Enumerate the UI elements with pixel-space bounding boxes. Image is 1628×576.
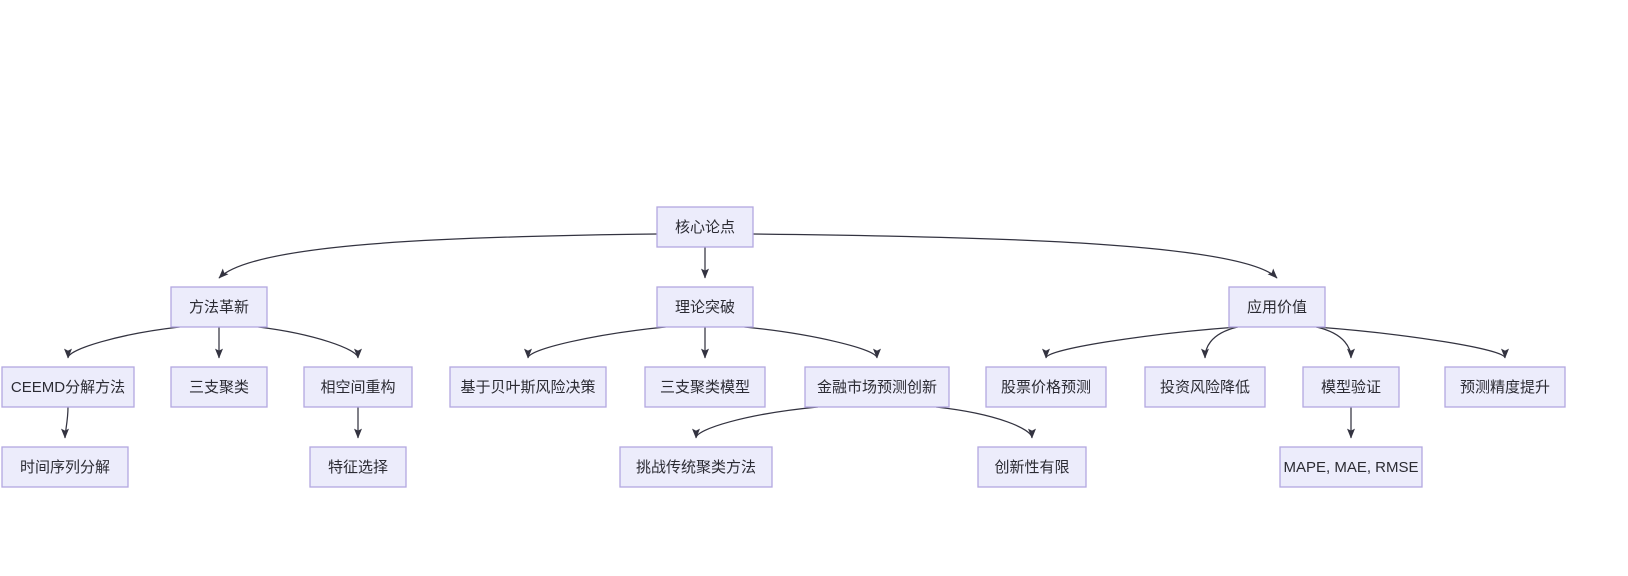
node-label-l1c: 应用价值: [1247, 298, 1307, 316]
edge-layer: [61, 233, 1509, 439]
node-box-root[interactable]: [656, 206, 754, 248]
node-box-l1c[interactable]: [1228, 286, 1326, 328]
node-label-l2d: 基于贝叶斯风险决策: [460, 379, 595, 396]
edge-root-to-l1c: [752, 233, 1278, 279]
node-l2e[interactable]: 三支聚类模型: [644, 366, 766, 408]
node-l3e[interactable]: MAPE, MAE, RMSE: [1279, 446, 1423, 488]
node-box-l2i[interactable]: [1302, 366, 1400, 408]
node-root[interactable]: 核心论点: [656, 206, 754, 248]
edge-root-to-l1a: [218, 233, 658, 279]
node-box-l2b[interactable]: [170, 366, 268, 408]
node-box-l2h[interactable]: [1144, 366, 1266, 408]
node-l3c[interactable]: 挑战传统聚类方法: [619, 446, 773, 488]
node-label-l2i: 模型验证: [1321, 379, 1381, 396]
edge-l1a-to-l2a: [64, 326, 180, 359]
edge-l1a-to-l2c: [258, 326, 362, 359]
node-l2a[interactable]: CEEMD分解方法: [1, 366, 135, 408]
edge-l1c-to-l2h: [1201, 326, 1238, 359]
edge-l1c-to-l2j: [1316, 326, 1509, 359]
node-label-l3e: MAPE, MAE, RMSE: [1283, 459, 1418, 476]
node-label-l2e: 三支聚类模型: [660, 379, 750, 396]
node-l3d[interactable]: 创新性有限: [977, 446, 1087, 488]
edge-l2a-to-l3a: [61, 406, 70, 439]
node-l2b[interactable]: 三支聚类: [170, 366, 268, 408]
node-l1b[interactable]: 理论突破: [656, 286, 754, 328]
node-label-l2a: CEEMD分解方法: [11, 379, 125, 396]
node-box-l3a[interactable]: [1, 446, 129, 488]
node-label-root: 核心论点: [675, 219, 735, 236]
node-l2i[interactable]: 模型验证: [1302, 366, 1400, 408]
node-box-l2g[interactable]: [985, 366, 1107, 408]
node-box-l2c[interactable]: [303, 366, 413, 408]
node-box-l2f[interactable]: [804, 366, 950, 408]
node-box-l3e[interactable]: [1279, 446, 1423, 488]
node-l2d[interactable]: 基于贝叶斯风险决策: [449, 366, 607, 408]
node-l2f[interactable]: 金融市场预测创新: [804, 366, 950, 408]
node-l1c[interactable]: 应用价值: [1228, 286, 1326, 328]
node-l1a[interactable]: 方法革新: [170, 286, 268, 328]
node-box-l3b[interactable]: [309, 446, 407, 488]
node-label-l3b: 特征选择: [328, 459, 388, 476]
node-label-l3d: 创新性有限: [994, 459, 1069, 476]
node-l2g[interactable]: 股票价格预测: [985, 366, 1107, 408]
node-label-l2h: 投资风险降低: [1160, 379, 1250, 396]
node-box-l1b[interactable]: [656, 286, 754, 328]
edge-l2f-to-l3c: [692, 406, 819, 439]
node-l2j[interactable]: 预测精度提升: [1444, 366, 1566, 408]
node-label-l2c: 相空间重构: [320, 379, 395, 396]
node-label-l3c: 挑战传统聚类方法: [636, 459, 756, 476]
node-box-l2j[interactable]: [1444, 366, 1566, 408]
edge-l1c-to-l2g: [1042, 326, 1238, 359]
node-l3a[interactable]: 时间序列分解: [1, 446, 129, 488]
edge-l1c-to-l2i: [1316, 326, 1355, 359]
node-box-l3c[interactable]: [619, 446, 773, 488]
node-label-l3a: 时间序列分解: [20, 459, 110, 476]
node-box-l2e[interactable]: [644, 366, 766, 408]
node-label-l1a: 方法革新: [189, 299, 249, 316]
edge-l1b-to-l2f: [744, 326, 881, 359]
node-box-l3d[interactable]: [977, 446, 1087, 488]
node-l2h[interactable]: 投资风险降低: [1144, 366, 1266, 408]
edge-l2f-to-l3d: [935, 406, 1036, 439]
node-label-l1b: 理论突破: [675, 299, 735, 316]
node-box-l2a[interactable]: [1, 366, 135, 408]
node-label-l2b: 三支聚类: [189, 379, 249, 396]
edge-l1b-to-l2d: [524, 326, 666, 359]
node-box-l2d[interactable]: [449, 366, 607, 408]
node-label-l2f: 金融市场预测创新: [817, 379, 937, 396]
node-l3b[interactable]: 特征选择: [309, 446, 407, 488]
node-l2c[interactable]: 相空间重构: [303, 366, 413, 408]
node-label-l2g: 股票价格预测: [1001, 379, 1091, 396]
node-box-l1a[interactable]: [170, 286, 268, 328]
node-label-l2j: 预测精度提升: [1460, 379, 1550, 396]
